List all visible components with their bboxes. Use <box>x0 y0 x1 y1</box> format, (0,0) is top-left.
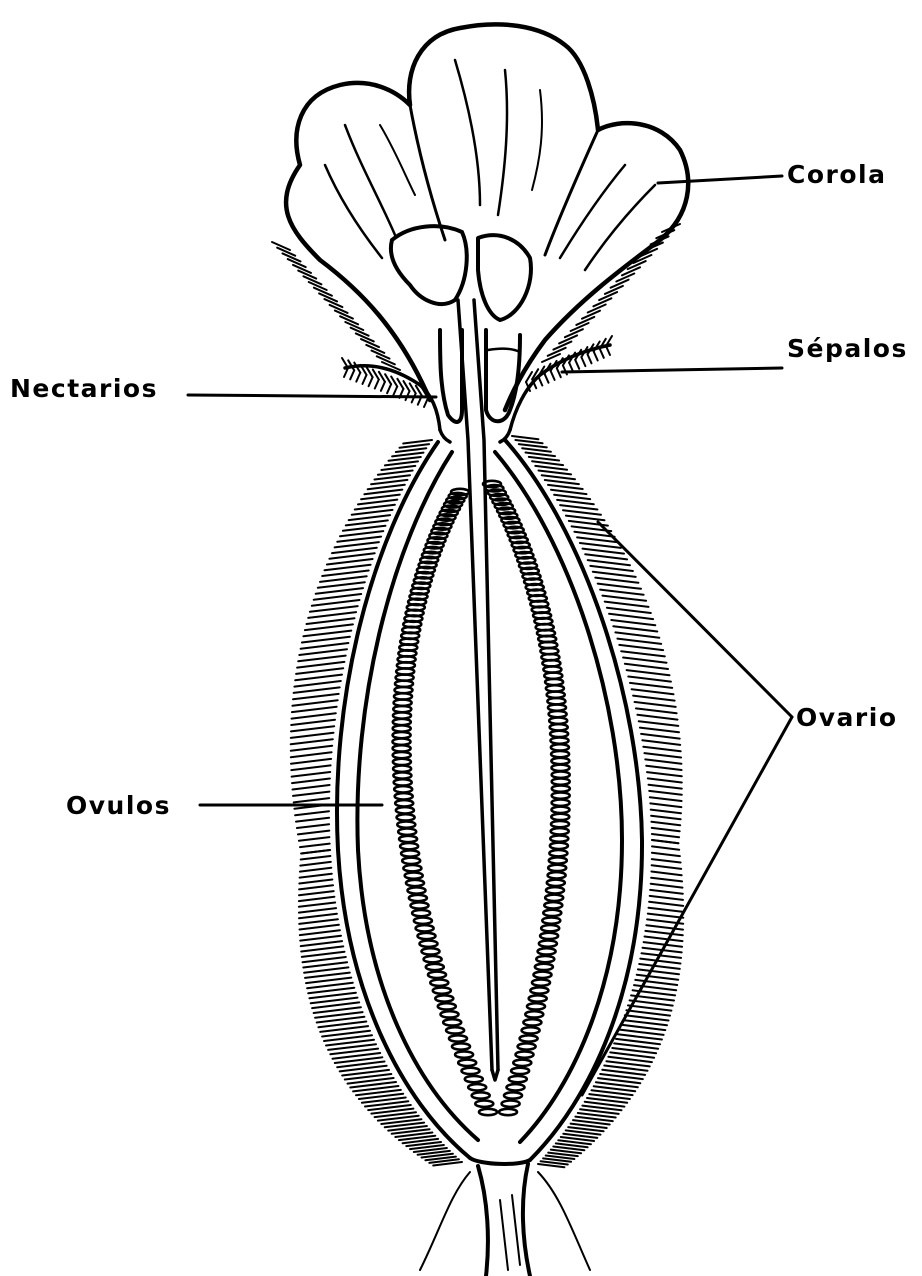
sepalos-leader <box>562 368 782 372</box>
ovario-leader-lower <box>582 717 792 1095</box>
label-corola: Corola <box>787 160 886 189</box>
label-ovulos: Ovulos <box>66 791 171 820</box>
ovary-wall <box>337 440 642 1164</box>
label-ovario: Ovario <box>796 703 898 732</box>
ovario-leader-upper <box>598 522 792 717</box>
corola-leader <box>658 176 782 183</box>
nectarios-leader <box>188 395 436 397</box>
label-nectarios: Nectarios <box>10 374 158 403</box>
pedicel <box>420 1164 590 1276</box>
label-sepalos: Sépalos <box>787 334 908 363</box>
style <box>458 300 498 1080</box>
